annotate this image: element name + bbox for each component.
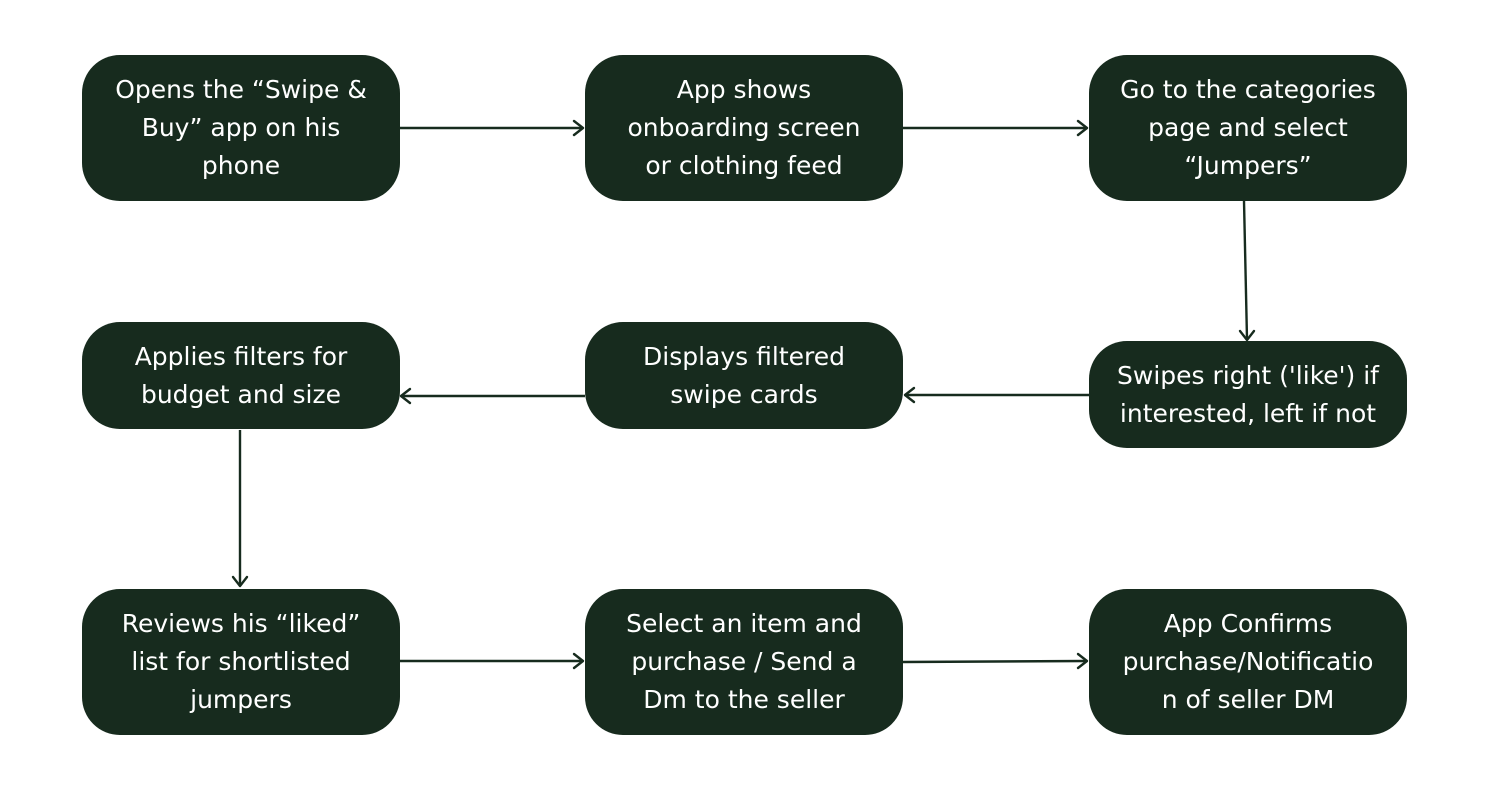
edge-purchase-to-confirm (902, 652, 1089, 670)
node-categories: Go to the categories page and select “Ju… (1089, 55, 1407, 201)
node-onboarding: App shows onboarding screen or clothing … (585, 55, 903, 201)
edge-categories-to-swipe (1238, 200, 1256, 342)
edge-onboarding-to-categories (903, 119, 1089, 137)
node-onboarding-label: App shows onboarding screen or clothing … (627, 75, 861, 180)
edge-filtered-cards-to-filters (399, 387, 585, 405)
edge-filters-to-liked-list (231, 430, 249, 588)
node-open-app: Opens the “Swipe & Buy” app on his phone (82, 55, 400, 201)
node-open-app-label: Opens the “Swipe & Buy” app on his phone (115, 75, 367, 180)
node-filtered-cards: Displays filtered swipe cards (585, 322, 903, 429)
node-confirm-label: App Confirms purchase/Notificatio n of s… (1122, 609, 1374, 714)
node-purchase: Select an item and purchase / Send a Dm … (585, 589, 903, 735)
edge-open-app-to-onboarding (400, 119, 585, 137)
edge-liked-list-to-purchase (400, 652, 585, 670)
edge-swipe-to-filtered-cards (903, 386, 1089, 404)
node-filtered-cards-label: Displays filtered swipe cards (643, 341, 845, 409)
node-filters-label: Applies filters for budget and size (134, 341, 348, 409)
node-liked-list-label: Reviews his “liked” list for shortlisted… (121, 609, 361, 714)
node-liked-list: Reviews his “liked” list for shortlisted… (82, 589, 400, 735)
node-categories-label: Go to the categories page and select “Ju… (1120, 75, 1376, 180)
node-confirm: App Confirms purchase/Notificatio n of s… (1089, 589, 1407, 735)
node-filters: Applies filters for budget and size (82, 322, 400, 429)
node-purchase-label: Select an item and purchase / Send a Dm … (626, 609, 862, 714)
node-swipe: Swipes right ('like') if interested, lef… (1089, 341, 1407, 448)
node-swipe-label: Swipes right ('like') if interested, lef… (1117, 360, 1379, 428)
